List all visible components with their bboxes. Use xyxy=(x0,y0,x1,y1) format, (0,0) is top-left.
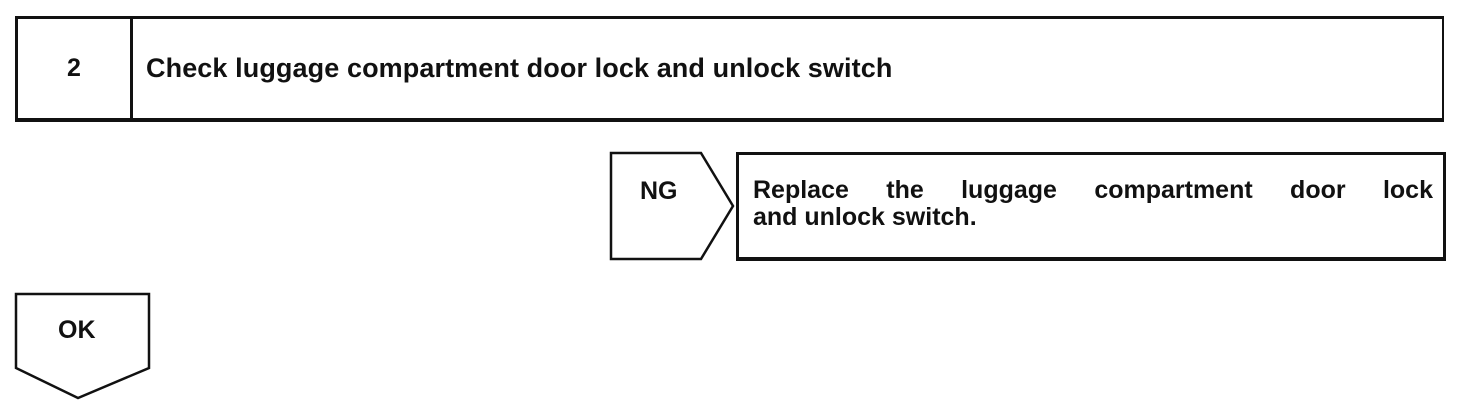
ng-result-word: the xyxy=(886,176,924,204)
ng-result-word: Replace xyxy=(753,176,849,204)
step-number: 2 xyxy=(18,19,133,118)
ng-result-word: luggage xyxy=(961,176,1057,204)
ok-arrow-shape xyxy=(14,292,151,400)
ng-result-box: Replace the luggage compartment door loc… xyxy=(736,152,1446,261)
step-header-box: 2 Check luggage compartment door lock an… xyxy=(15,16,1444,122)
ng-label: NG xyxy=(640,177,678,205)
ng-result-word: lock xyxy=(1382,176,1433,204)
ng-result-word: compartment xyxy=(1094,176,1253,204)
step-title: Check luggage compartment door lock and … xyxy=(146,53,893,83)
ng-result-word: door xyxy=(1290,176,1346,204)
ng-result-line2: and unlock switch. xyxy=(753,203,977,231)
ok-label: OK xyxy=(58,316,96,344)
ng-result-line1: Replace the luggage compartment door loc… xyxy=(753,176,1433,205)
ng-arrow-shape xyxy=(609,151,735,261)
